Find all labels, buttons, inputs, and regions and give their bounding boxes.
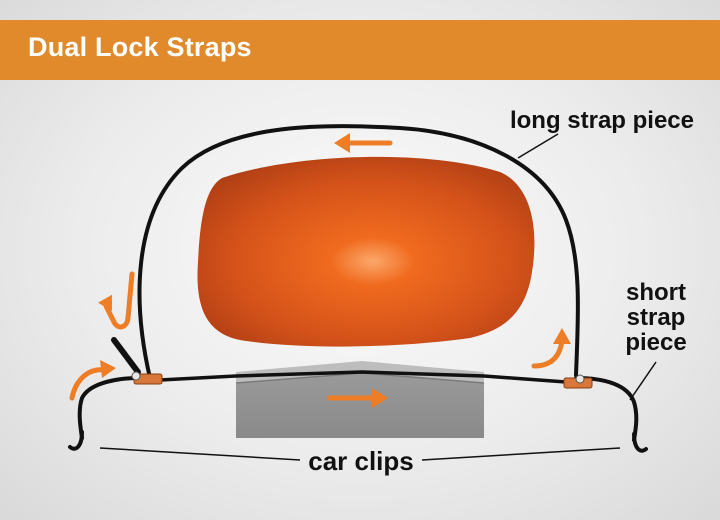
arrow-curve-up-icon — [531, 328, 571, 369]
leader-long-strap — [517, 133, 559, 159]
leader-car-clip-right — [421, 447, 621, 461]
page-title: Dual Lock Straps — [28, 32, 252, 62]
short-strap-left — [77, 375, 152, 440]
long-strap — [137, 124, 580, 380]
arrow-curve-down-icon — [98, 271, 135, 330]
tie-down-strap — [159, 370, 567, 384]
arrow-left-icon — [334, 133, 393, 153]
arrow-right-icon — [327, 388, 388, 408]
strap-tail — [111, 337, 141, 375]
leader-short-strap — [629, 361, 657, 401]
buckle-left — [131, 371, 163, 385]
label-car-clips: car clips — [308, 446, 414, 476]
leader-car-clip-left — [99, 447, 301, 461]
car-clip-right — [632, 432, 648, 453]
car-clip-left — [68, 430, 84, 451]
label-short-strap-2: strap — [627, 304, 686, 331]
short-strap-right — [574, 376, 639, 442]
kayak-hull — [197, 156, 535, 347]
label-short-strap-1: short — [626, 279, 686, 306]
buckle-right — [563, 374, 593, 389]
label-short-strap-3: piece — [625, 329, 686, 356]
label-long-strap: long strap piece — [510, 107, 694, 134]
arrow-curve-right-icon — [69, 360, 116, 401]
header-bar: Dual Lock Straps — [0, 20, 720, 80]
